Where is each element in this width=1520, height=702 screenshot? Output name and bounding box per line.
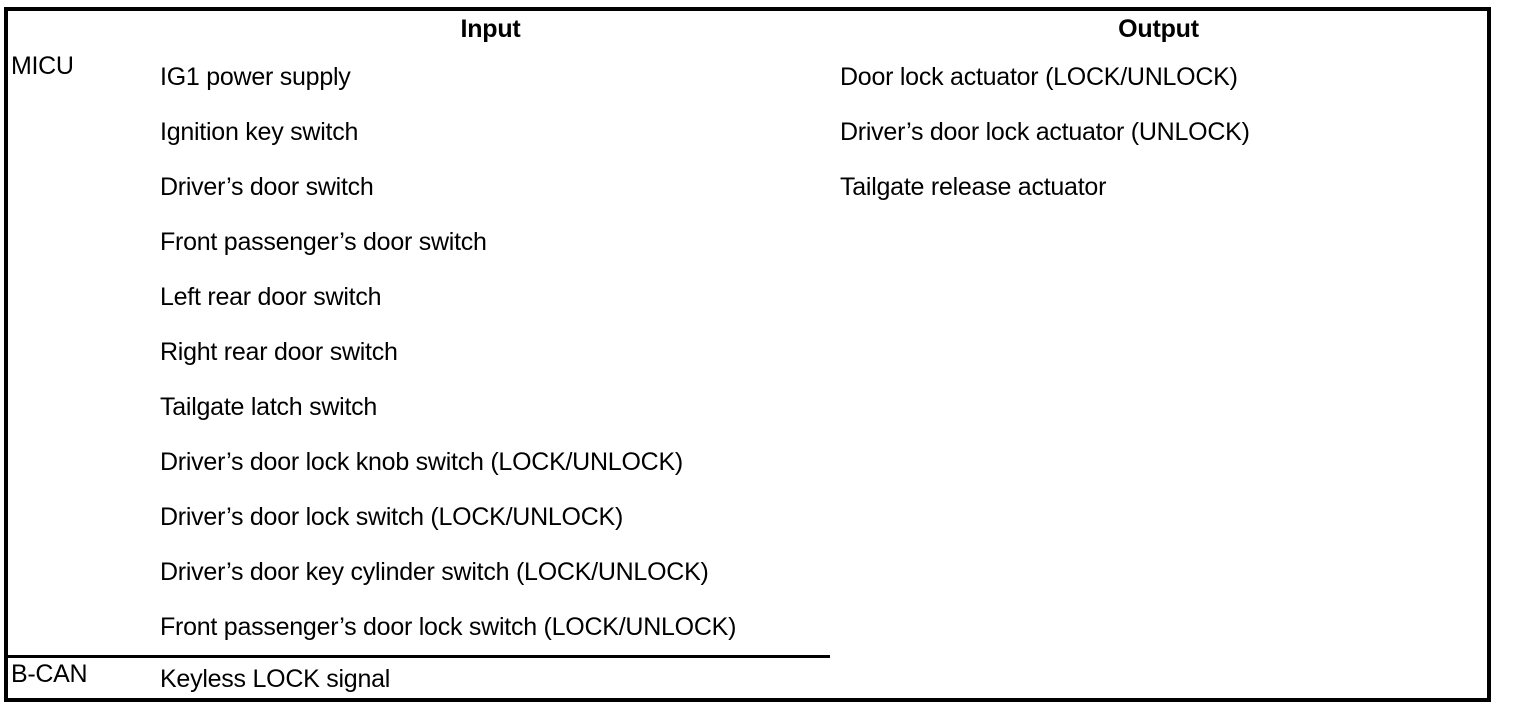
input-list-bcan: Keyless LOCK signal: [151, 658, 830, 698]
input-list-micu: IG1 power supply Ignition key switch Dri…: [151, 47, 830, 655]
cell-output: Door lock actuator (LOCK/UNLOCK) Driver’…: [830, 47, 1489, 700]
list-item: Keyless LOCK signal: [160, 665, 391, 693]
list-item: Tailgate latch switch: [160, 393, 378, 421]
table-header: Input Output: [6, 9, 1489, 47]
input-output-table: Input Output MICU IG1 power supply Ignit…: [4, 7, 1491, 702]
ecu-label-bcan: B-CAN: [11, 660, 88, 688]
cell-input-micu: IG1 power supply Ignition key switch Dri…: [151, 47, 830, 657]
list-item: Driver’s door lock actuator (UNLOCK): [840, 118, 1250, 146]
header-row: Input Output: [6, 9, 1489, 47]
list-item: Left rear door switch: [160, 283, 382, 311]
list-item: Driver’s door lock switch (LOCK/UNLOCK): [160, 503, 624, 531]
ecu-label-micu: MICU: [11, 52, 74, 80]
list-item: Door lock actuator (LOCK/UNLOCK): [840, 63, 1238, 91]
cell-ecu-micu: MICU: [6, 47, 151, 657]
list-item: Driver’s door lock knob switch (LOCK/UNL…: [160, 448, 683, 476]
header-ecu-blank: [6, 9, 151, 47]
output-list: Door lock actuator (LOCK/UNLOCK) Driver’…: [830, 47, 1487, 215]
list-item: Driver’s door switch: [160, 173, 374, 201]
cell-ecu-bcan: B-CAN: [6, 655, 151, 700]
table-body: MICU IG1 power supply Ignition key switc…: [6, 47, 1489, 700]
list-item: Driver’s door key cylinder switch (LOCK/…: [160, 558, 709, 586]
list-item: Tailgate release actuator: [840, 173, 1107, 201]
list-item: Front passenger’s door switch: [160, 228, 487, 256]
header-output: Output: [830, 9, 1489, 47]
list-item: Front passenger’s door lock switch (LOCK…: [160, 613, 737, 641]
page-root: Input Output MICU IG1 power supply Ignit…: [4, 7, 1491, 702]
list-item: Right rear door switch: [160, 338, 398, 366]
list-item: IG1 power supply: [160, 63, 351, 91]
cell-input-bcan: Keyless LOCK signal: [151, 655, 830, 700]
list-item: Ignition key switch: [160, 118, 359, 146]
table-row-micu: MICU IG1 power supply Ignition key switc…: [6, 47, 1489, 700]
header-input: Input: [151, 9, 830, 47]
